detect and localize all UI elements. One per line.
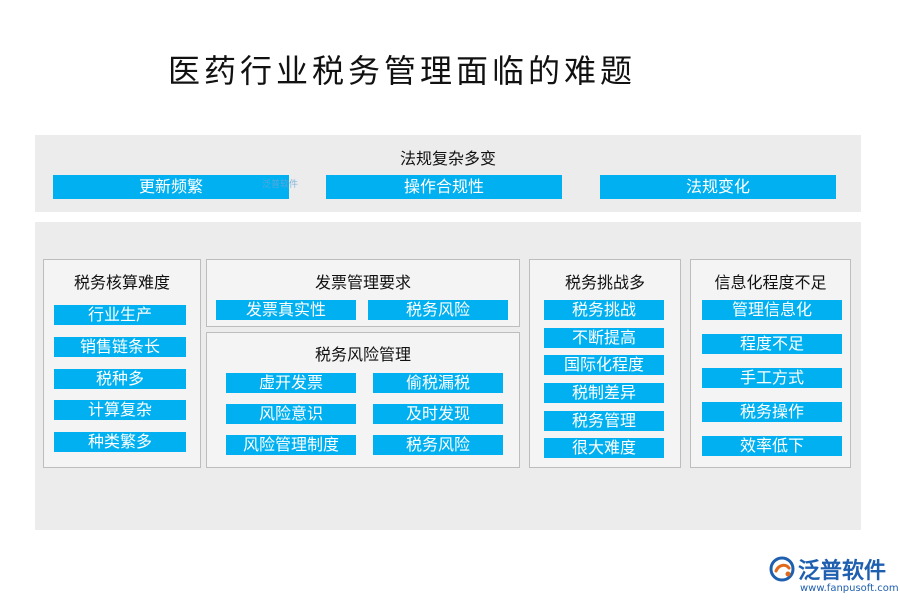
tax-accounting-item-3: 税种多	[54, 369, 186, 389]
tax-accounting-item-5: 种类繁多	[54, 432, 186, 452]
brand-logo: 泛普软件 www.fanpusoft.com	[768, 553, 899, 597]
regulation-item-2: 操作合规性	[326, 175, 562, 199]
invoice-title: 发票管理要求	[314, 273, 411, 292]
tax-challenge-item-3: 国际化程度	[544, 355, 664, 375]
invoice-item-1: 发票真实性	[216, 300, 356, 320]
risk-item-2: 偷税漏税	[373, 373, 503, 393]
tax-challenge-title: 税务挑战多	[564, 273, 645, 292]
tax-accounting-box: 税务核算难度 行业生产 销售链条长 税种多 计算复杂 种类繁多	[43, 259, 201, 468]
invoice-box: 发票管理要求 发票真实性 税务风险	[206, 259, 520, 327]
tax-accounting-item-2: 销售链条长	[54, 337, 186, 357]
regulation-panel: 法规复杂多变 更新频繁 操作合规性 法规变化	[35, 135, 861, 212]
tax-challenge-item-5: 税务管理	[544, 411, 664, 431]
logo-url: www.fanpusoft.com	[800, 583, 899, 594]
tax-challenge-item-2: 不断提高	[544, 328, 664, 348]
regulation-heading: 法规复杂多变	[399, 149, 496, 168]
informatization-box: 信息化程度不足 管理信息化 程度不足 手工方式 税务操作 效率低下	[690, 259, 851, 468]
risk-item-5: 风险管理制度	[226, 435, 356, 455]
tax-challenge-box: 税务挑战多 税务挑战 不断提高 国际化程度 税制差异 税务管理 很大难度	[529, 259, 681, 468]
tax-challenge-item-1: 税务挑战	[544, 300, 664, 320]
risk-item-4: 及时发现	[373, 404, 503, 424]
challenges-panel: 税务核算难度 行业生产 销售链条长 税种多 计算复杂 种类繁多 发票管理要求 发…	[35, 222, 861, 530]
logo-name: 泛普软件	[798, 559, 887, 584]
risk-title: 税务风险管理	[314, 345, 411, 364]
risk-item-6: 税务风险	[373, 435, 503, 455]
logo-icon	[769, 556, 795, 582]
tax-challenge-item-6: 很大难度	[544, 438, 664, 458]
regulation-item-3: 法规变化	[600, 175, 836, 199]
tax-accounting-item-1: 行业生产	[54, 305, 186, 325]
tax-challenge-item-4: 税制差异	[544, 383, 664, 403]
informatization-item-3: 手工方式	[702, 368, 842, 388]
risk-item-1: 虚开发票	[226, 373, 356, 393]
risk-box: 税务风险管理 虚开发票 偷税漏税 风险意识 及时发现 风险管理制度 税务风险	[206, 332, 520, 468]
risk-item-3: 风险意识	[226, 404, 356, 424]
informatization-item-4: 税务操作	[702, 402, 842, 422]
watermark: 泛普软件	[262, 180, 299, 190]
informatization-title: 信息化程度不足	[714, 273, 827, 292]
tax-accounting-item-4: 计算复杂	[54, 400, 186, 420]
regulation-item-1: 更新频繁	[53, 175, 289, 199]
tax-accounting-title: 税务核算难度	[73, 273, 170, 292]
informatization-item-2: 程度不足	[702, 334, 842, 354]
informatization-item-1: 管理信息化	[702, 300, 842, 320]
page-title: 医药行业税务管理面临的难题	[168, 52, 637, 90]
informatization-item-5: 效率低下	[702, 436, 842, 456]
invoice-item-2: 税务风险	[368, 300, 508, 320]
